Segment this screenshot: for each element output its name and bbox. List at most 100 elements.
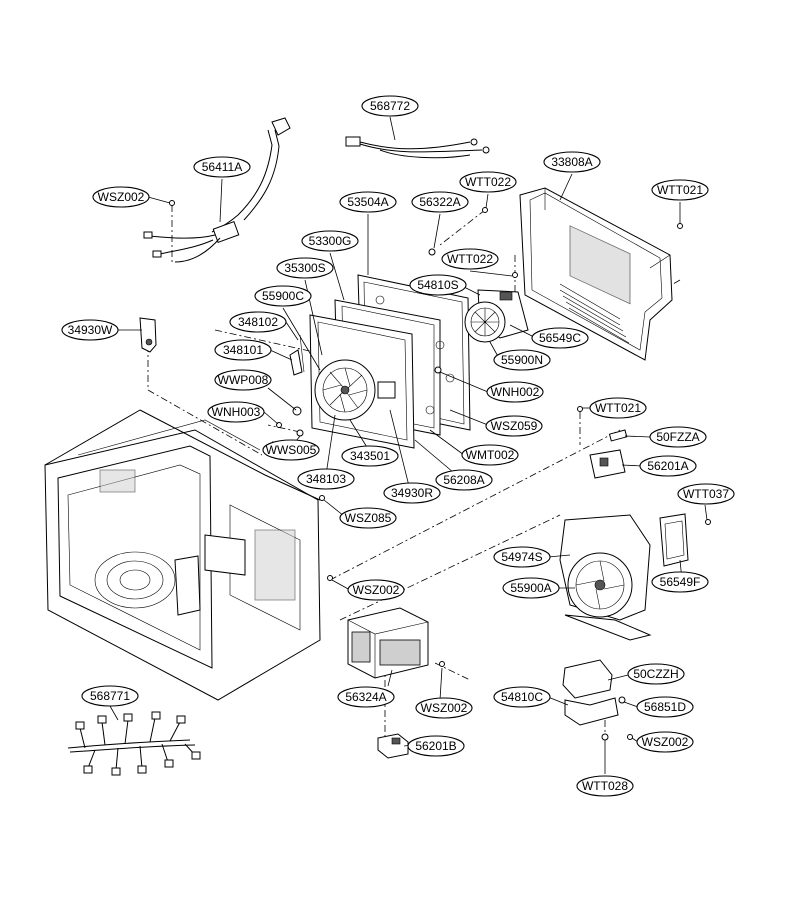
convection-fan-illustration: [289, 334, 396, 421]
part-label-bubble: [347, 579, 405, 601]
part-label-bubble: [193, 156, 251, 178]
part-number-text: WSZ002: [98, 190, 145, 204]
part-label: 55900N: [493, 349, 551, 371]
part-label-bubble: [301, 230, 359, 252]
cavity-body-illustration: [44, 409, 321, 701]
part-number-text: 50CZZH: [633, 667, 678, 681]
part-label-bubble: [61, 319, 119, 341]
part-label-bubble: [297, 468, 355, 490]
transformer-illustration: [347, 607, 429, 679]
part-label-bubble: [502, 577, 560, 599]
part-label-bubble: [485, 415, 543, 437]
part-number-text: WSZ085: [345, 511, 392, 525]
part-label-bubble: [229, 311, 287, 333]
part-label-bubble: [337, 686, 395, 708]
part-number-text: 53300G: [309, 234, 352, 248]
part-number-text: 56549F: [660, 575, 701, 589]
part-label-bubble: [441, 248, 499, 270]
part-number-text: 50FZZA: [656, 430, 699, 444]
part-number-text: 343501: [350, 449, 390, 463]
part-number-text: WSZ002: [642, 735, 689, 749]
part-label: WTT037: [677, 483, 735, 505]
part-label: 56201B: [407, 735, 465, 757]
part-label: 568771: [81, 685, 139, 707]
part-label: WSZ002: [347, 579, 405, 601]
part-number-text: 56549C: [539, 331, 581, 345]
part-number-text: 568772: [370, 99, 410, 113]
part-label: 56851D: [636, 696, 694, 718]
part-label: 34930W: [61, 319, 119, 341]
part-number-text: 34930W: [68, 323, 113, 337]
part-label-bubble: [262, 439, 320, 461]
capacitor-illustration: [562, 659, 626, 741]
part-label: WTT022: [459, 171, 517, 193]
part-number-text: 54974S: [501, 550, 542, 564]
part-label: 343501: [341, 445, 399, 467]
part-label: 56324A: [337, 686, 395, 708]
screws: [169, 200, 711, 740]
part-label: 54810C: [493, 686, 551, 708]
outer-case-illustration: [519, 187, 673, 361]
part-label-bubble: [254, 285, 312, 307]
part-number-text: WWS005: [266, 443, 317, 457]
bottom-harness-illustration: [67, 711, 201, 776]
part-label-bubble: [651, 571, 709, 593]
part-label: 54810S: [409, 274, 467, 296]
part-number-text: WTT022: [447, 252, 493, 266]
part-label: WTT021: [651, 179, 709, 201]
part-label: 53300G: [301, 230, 359, 252]
part-label-bubble: [493, 546, 551, 568]
part-number-text: WMT002: [466, 448, 515, 462]
part-number-text: WTT028: [582, 779, 628, 793]
part-label: 53504A: [339, 191, 397, 213]
part-label: 55900A: [502, 577, 560, 599]
part-label-bubble: [383, 482, 441, 504]
part-label: 55900C: [254, 285, 312, 307]
motor-assembly-illustration: [464, 289, 529, 343]
part-label-bubble: [341, 445, 399, 467]
part-label: WNH002: [486, 381, 544, 403]
power-cord-illustration: [143, 117, 291, 263]
part-label-bubble: [361, 95, 419, 117]
part-label-bubble: [435, 469, 493, 491]
part-label: WTT022: [441, 248, 499, 270]
fan-housing-illustration: [559, 514, 652, 641]
part-label-bubble: [411, 191, 469, 213]
part-label-bubble: [276, 257, 334, 279]
part-label: 348101: [214, 339, 272, 361]
part-label-bubble: [589, 397, 647, 419]
part-number-text: 56208A: [443, 473, 484, 487]
part-label-bubble: [627, 663, 685, 685]
part-number-text: 53504A: [347, 195, 388, 209]
part-number-text: WWP008: [218, 373, 269, 387]
part-label: 56549F: [651, 571, 709, 593]
part-label: 33808A: [543, 151, 601, 173]
part-label-bubble: [543, 151, 601, 173]
part-number-text: 348101: [223, 343, 263, 357]
part-number-text: 35300S: [284, 261, 325, 275]
part-number-text: WNH003: [212, 405, 261, 419]
part-number-text: WSZ059: [491, 419, 538, 433]
part-number-text: 56324A: [345, 690, 386, 704]
part-number-text: 54810C: [501, 690, 543, 704]
vent-holes: [99, 469, 296, 601]
part-number-text: 56322A: [419, 195, 460, 209]
part-number-text: WTT037: [683, 487, 729, 501]
part-label: 50CZZH: [627, 663, 685, 685]
part-label-bubble: [214, 339, 272, 361]
part-label: 54974S: [493, 546, 551, 568]
part-label: WMT002: [461, 444, 519, 466]
part-label-bubble: [649, 426, 707, 448]
part-label: WWS005: [262, 439, 320, 461]
part-label: 56201A: [639, 455, 697, 477]
part-number-text: WTT021: [657, 183, 703, 197]
part-number-text: WSZ002: [421, 701, 468, 715]
part-label-bubble: [636, 696, 694, 718]
part-label-bubble: [81, 685, 139, 707]
part-number-text: WSZ002: [353, 583, 400, 597]
part-label-bubble: [339, 191, 397, 213]
vent-pattern: [569, 225, 631, 305]
part-label-bubble: [486, 381, 544, 403]
